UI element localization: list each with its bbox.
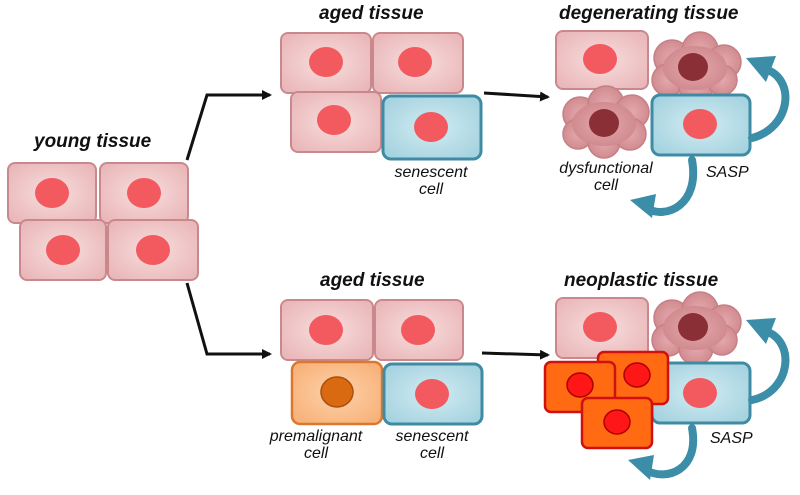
- arrow-to-aged-top: [185, 90, 272, 161]
- nucleus-dysfunctional: [589, 109, 619, 137]
- sasp-arrowhead: [630, 194, 656, 218]
- label-line: cell: [303, 445, 328, 462]
- nucleus: [583, 44, 617, 74]
- degenerating-tissue: [555, 30, 790, 218]
- nucleus-dysfunctional: [678, 313, 708, 341]
- aged-tissue-bottom: [280, 299, 484, 426]
- nucleus: [35, 178, 69, 208]
- sasp-arrowhead: [746, 318, 776, 344]
- sasp-arrow: [642, 424, 698, 479]
- nucleus: [127, 178, 161, 208]
- label-senescent-cell-bottom: senescent cell: [387, 428, 477, 462]
- label-sasp-bottom: SASP: [710, 430, 753, 447]
- label-line: cell: [593, 177, 618, 194]
- nucleus: [317, 105, 351, 135]
- arrow-to-degenerating: [483, 91, 550, 102]
- nucleus: [136, 235, 170, 265]
- label-line: senescent: [394, 164, 468, 181]
- nucleus: [401, 315, 435, 345]
- arrow-to-neoplastic: [481, 349, 550, 360]
- nucleus-neoplastic: [603, 409, 631, 435]
- title-young-tissue: young tissue: [34, 131, 152, 152]
- label-senescent-cell-top: senescent cell: [386, 164, 476, 198]
- title-neoplastic-tissue: neoplastic tissue: [564, 270, 719, 291]
- sasp-arrow: [748, 66, 790, 142]
- title-aged-tissue-top: aged tissue: [319, 3, 424, 24]
- label-sasp-top: SASP: [706, 164, 749, 181]
- sasp-arrowhead: [628, 455, 654, 480]
- label-line: cell: [419, 445, 444, 462]
- title-aged-tissue-bottom: aged tissue: [320, 270, 425, 291]
- young-tissue: [7, 162, 199, 281]
- nucleus-neoplastic: [566, 372, 594, 398]
- title-degenerating-tissue: degenerating tissue: [559, 3, 739, 24]
- sasp-arrow: [748, 328, 790, 404]
- nucleus: [309, 47, 343, 77]
- neoplastic-tissue: [543, 291, 790, 480]
- label-premalignant-cell: premalignant cell: [256, 428, 376, 462]
- nucleus: [398, 47, 432, 77]
- label-line: senescent: [395, 428, 469, 445]
- nucleus: [415, 379, 449, 409]
- label-line: premalignant: [269, 428, 363, 445]
- sasp-arrowhead: [746, 56, 776, 82]
- nucleus: [46, 235, 80, 265]
- nucleus-dysfunctional: [678, 53, 708, 81]
- nucleus: [683, 109, 717, 139]
- nucleus-premalignant: [320, 376, 354, 408]
- arrow-to-aged-bottom: [185, 282, 272, 359]
- nucleus: [683, 378, 717, 408]
- nucleus-neoplastic: [623, 362, 651, 388]
- aged-tissue-top: [280, 32, 483, 161]
- label-dysfunctional-cell: dysfunctional cell: [546, 160, 666, 194]
- branch-arrows: [185, 90, 550, 360]
- nucleus: [583, 312, 617, 342]
- nucleus: [309, 315, 343, 345]
- nucleus: [414, 112, 448, 142]
- label-line: dysfunctional: [559, 160, 653, 177]
- label-line: cell: [418, 181, 443, 198]
